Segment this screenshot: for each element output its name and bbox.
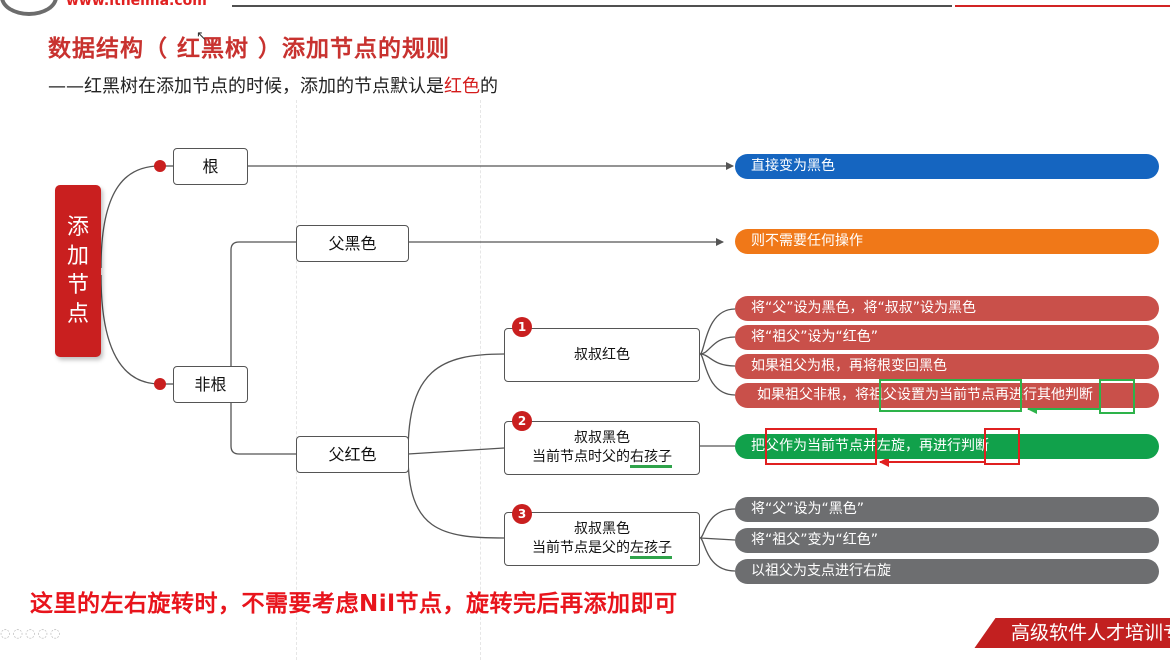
case2-line2-underline: 右孩子 [630,449,672,468]
badge-number-icon: 1 [512,317,532,337]
case1-line1: 叔叔红色 [574,346,630,363]
subtitle-prefix: ——红黑树在添加节点的时候，添加的节点默认是 [48,76,444,97]
link-parentred-to-case2 [407,447,505,455]
header-url: www.itheima.com [66,0,207,9]
action-case1-step3: 如果祖父为根，再将根变回黑色 [735,354,1159,379]
node-parent-black: 父黑色 [296,225,409,262]
node-case-uncle-black-right: 叔叔黑色 当前节点时父的右孩子 [504,421,700,475]
rotation-note: 这里的左右旋转时，不需要考虑Nil节点，旋转完后再添加即可 [30,591,678,617]
footer-banner: 高级软件人才培训专家 [974,618,1170,648]
case2-line1: 叔叔黑色 [574,430,630,446]
node-root: 根 [173,148,248,185]
case2-line2-prefix: 当前节点时父的 [532,449,630,465]
link-root-to-nonroot [100,274,161,385]
action-case3-step1: 将“父”设为“黑色” [735,497,1159,522]
highlight-box-green [1099,379,1135,414]
node-root-label: 根 [202,157,219,176]
node-case-uncle-red: 叔叔红色 [504,328,700,382]
link-case3-actions [699,508,736,572]
header-rule [232,5,952,7]
action-no-operation: 则不需要任何操作 [735,229,1159,254]
action-root-black: 直接变为黑色 [735,154,1159,179]
badge-number-icon: 3 [512,504,532,524]
node-case-uncle-black-left: 叔叔黑色 当前节点是父的左孩子 [504,512,700,566]
action-case1-step1: 将“父”设为黑色，将“叔叔”设为黑色 [735,296,1159,321]
mouse-cursor-icon: ↖ [196,29,207,44]
link-nonroot-to-parentblack [230,241,296,385]
action-case1-step2: 将“祖父”设为“红色” [735,325,1159,350]
link-root-to-gen [100,165,161,269]
root-node-label: 添加节点 [66,215,89,327]
highlight-box-red [765,428,877,465]
footer-text: 高级软件人才培训专家 [1011,622,1170,644]
connector-lines [100,160,1100,572]
header-rule-accent [955,5,1170,7]
bullet-dot-icon [154,378,166,390]
highlight-box-green [879,379,1022,412]
toolbar-icons: ◌◌◌◌◌ [0,626,63,640]
guide-line [296,100,297,660]
node-non-root-label: 非根 [194,375,227,394]
page-title: 数据结构（ 红黑树 ）添加节点的规则 [48,36,451,62]
link-parentred-to-case1 [407,353,505,455]
action-case3-step2: 将“祖父”变为“红色” [735,528,1159,553]
action-case3-rotate-right: 以祖父为支点进行右旋 [735,559,1159,584]
root-node-add: 添加节点 [55,185,101,357]
action-case1-step4: 如果祖父非根，将祖父设置为当前节点再进行其他判断 [735,383,1159,408]
link-case1-actions [699,308,736,396]
node-parent-red-label: 父红色 [328,445,377,464]
node-parent-black-label: 父黑色 [328,234,377,253]
case3-line1: 叔叔黑色 [574,521,630,537]
badge-number-icon: 2 [512,411,532,431]
case3-line2: 当前节点是父的左孩子 [532,539,672,559]
link-parentred-to-case3 [407,453,505,539]
node-parent-red: 父红色 [296,436,409,473]
guide-line [480,100,481,660]
subtitle-suffix: 的 [480,76,498,97]
case3-line2-underline: 左孩子 [630,540,672,559]
bullet-dot-icon [154,160,166,172]
case3-line2-prefix: 当前节点是父的 [532,540,630,556]
page-subtitle: ——红黑树在添加节点的时候，添加的节点默认是红色的 [48,72,498,98]
subtitle-highlight: 红色 [444,76,480,97]
case2-line2: 当前节点时父的右孩子 [532,448,672,468]
link-nonroot-to-parentred [230,384,296,455]
node-non-root: 非根 [173,366,248,403]
highlight-box-red [984,428,1020,465]
action-case2-rotate-left: 把父作为当前节点并左旋，再进行判断 [735,434,1159,459]
